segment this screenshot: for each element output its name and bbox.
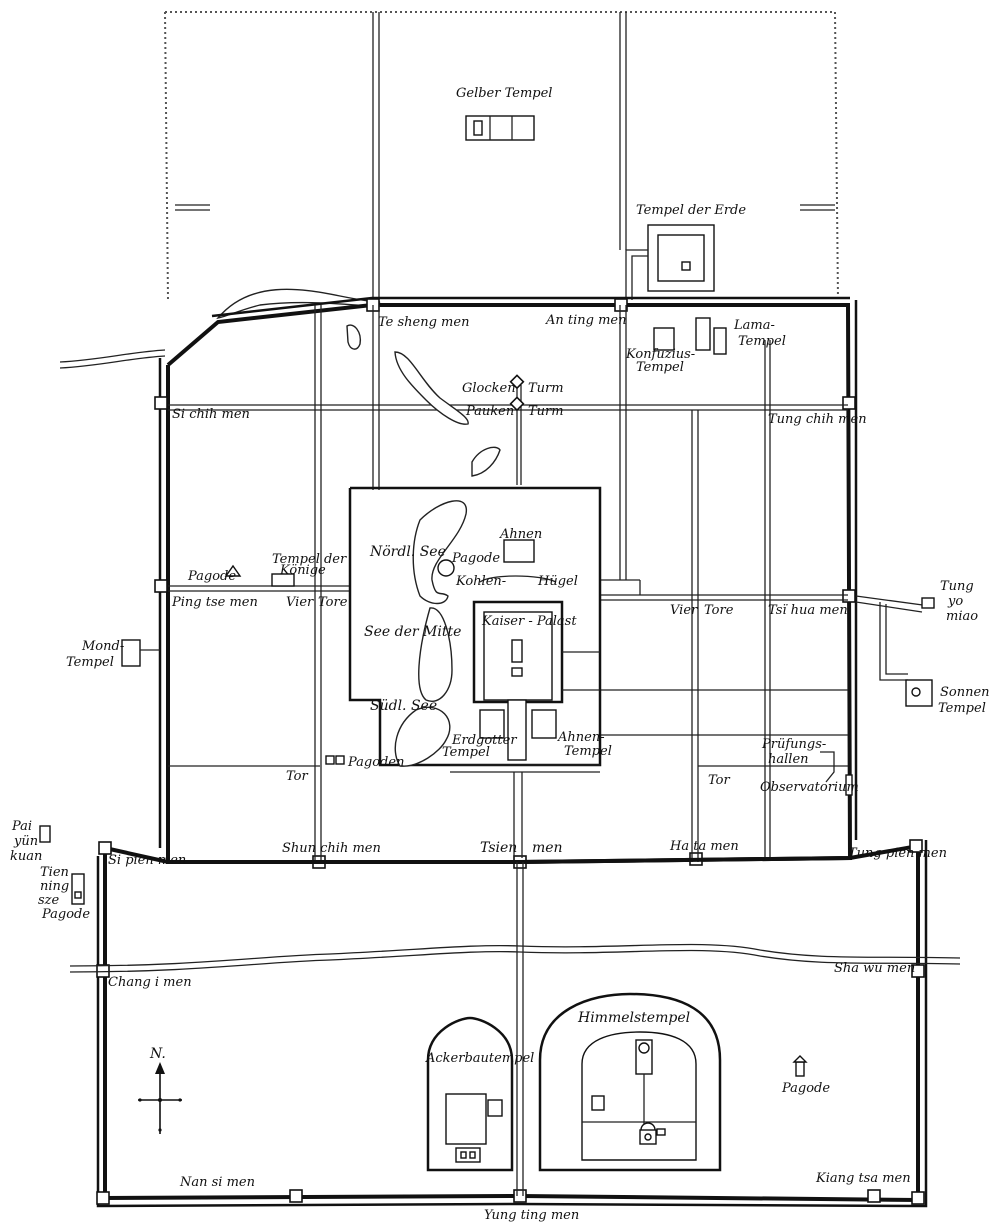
pruefungshallen <box>820 751 835 783</box>
ackerbautempel <box>426 1016 514 1172</box>
label-pauken-turm: Turm <box>528 404 564 419</box>
label-ackerbautempel: Ackerbautempel <box>425 1051 534 1066</box>
label-sonnen-tempel: Tempel <box>938 701 986 716</box>
label-pagode-se: Pagode <box>781 1081 830 1096</box>
label-mond-tempel: Tempel <box>66 655 114 670</box>
label-vier-tore-e2: Tore <box>704 603 734 618</box>
tien-ning-sze <box>71 873 85 905</box>
label-kiang-tsa-men: Kiang tsa men <box>815 1171 911 1186</box>
label-observatorium: Observatorium <box>760 780 859 795</box>
label-ahnen-tempel: Tempel <box>564 744 612 759</box>
label-vier-tore-e1: Vier <box>670 603 698 618</box>
lama-tempel: Lama- Tempel <box>695 317 786 355</box>
label-pagode-lake: Pagode <box>451 551 500 566</box>
label-tor-w: Tor <box>286 769 308 784</box>
pagode-se <box>792 1055 808 1077</box>
himmelstempel <box>538 992 722 1172</box>
label-lama: Lama- <box>733 318 775 333</box>
label-kaiser-palast: Kaiser - Palast <box>481 614 577 629</box>
label-yo: yo <box>947 594 963 609</box>
northern-suburb <box>164 11 839 301</box>
label-vier-tore-w2: Tore <box>318 595 348 610</box>
label-glocken: Glocken <box>462 381 516 396</box>
sonnen-tempel <box>879 602 933 707</box>
label-yuen: yün <box>13 834 38 849</box>
tung-yo-miao <box>855 595 935 613</box>
label-tsien-2: men <box>532 840 563 856</box>
label-tung: Tung <box>940 579 974 594</box>
label-tempel-der-erde: Tempel der Erde <box>636 203 746 218</box>
imperial-city <box>348 486 602 858</box>
label-ahnen: Ahnen <box>499 527 542 542</box>
label-north: N. <box>149 1046 166 1062</box>
label-te-sheng-men: Te sheng men <box>378 315 469 330</box>
label-pagode-west: Pagode <box>187 569 236 584</box>
label-konfuzius-tempel: Tempel <box>636 360 684 375</box>
label-mond: Mond- <box>81 639 124 654</box>
label-vier-tore-w1: Vier <box>286 595 314 610</box>
label-lama-tempel: Tempel <box>738 334 786 349</box>
label-an-ting-men: An ting men <box>545 313 627 328</box>
label-tsi-hua-men: Tsï hua men <box>768 603 848 618</box>
outer-city-streets <box>69 862 961 1196</box>
label-pauken: Pauken <box>465 404 514 419</box>
label-nan-si-men: Nan si men <box>179 1175 255 1190</box>
label-tempel-der: Tempel der <box>272 552 347 567</box>
north-lakes <box>346 324 501 477</box>
label-sha-wu-men: Sha wu men <box>834 961 915 976</box>
label-pai: Pai <box>11 819 32 834</box>
label-miao: miao <box>946 609 978 624</box>
label-chang-i-men: Chang i men <box>108 975 192 990</box>
label-si-pien-men: Si pien men <box>108 853 186 868</box>
label-sze: sze <box>38 893 60 908</box>
label-see-der-mitte: See der Mitte <box>364 624 461 640</box>
label-glocken-turm: Turm <box>528 381 564 396</box>
label-noerdl-see: Nördl. See <box>369 544 446 560</box>
label-pruefungs: Prüfungs- <box>761 737 826 752</box>
bell-and-drum-tower <box>509 374 525 412</box>
north-arrow-icon <box>138 1062 182 1134</box>
label-si-chih-men: Si chih men <box>172 407 250 422</box>
gelber-tempel: Gelber Tempel <box>456 86 552 141</box>
label-suedl-see: Südl. See <box>370 698 437 714</box>
label-yung-ting-men: Yung ting men <box>484 1208 579 1223</box>
label-erdgotter-tempel: Tempel <box>442 745 490 760</box>
label-kohlen: Kohlen- <box>455 574 506 589</box>
inner-city-streets <box>168 305 848 862</box>
pagode-west <box>224 564 295 587</box>
mond-tempel <box>121 639 160 667</box>
label-sonnen: Sonnen <box>940 685 990 700</box>
label-konfuzius: Konfuzius- <box>625 347 695 362</box>
label-tien: Tien <box>40 865 69 880</box>
label-ping-tse-men: Ping tse men <box>171 595 258 610</box>
pai-yuen-kuan <box>39 825 51 843</box>
label-pagode-sw: Pagode <box>41 907 90 922</box>
pagoden-sw <box>325 755 345 765</box>
label-ahnen-2: Ahnen- <box>557 730 605 745</box>
label-tor-e: Tor <box>708 773 730 788</box>
label-shun-chih-men: Shun chih men <box>282 841 381 856</box>
label-huegel: Hügel <box>537 574 578 589</box>
outer-city-wall <box>96 839 928 1208</box>
label-ning: ning <box>40 879 69 894</box>
tempel-der-erde: Tempel der Erde <box>625 203 746 300</box>
label-erdgotter: Erdgotter <box>451 733 517 748</box>
north-river <box>59 288 381 369</box>
label-tsien-1: Tsien <box>480 840 517 856</box>
label-pagoden: Pagoden <box>347 755 404 770</box>
label-tung-chih-men: Tung chih men <box>768 412 867 427</box>
label-hallen: hallen <box>768 752 809 767</box>
konfuzius-tempel: Konfuzius- Tempel <box>625 327 695 375</box>
observatorium <box>845 774 853 796</box>
label-ha-ta-men: Ha ta men <box>669 839 739 854</box>
label-kuan: kuan <box>10 849 42 864</box>
map-labels: Te sheng men An ting men Glocken Turm Pa… <box>10 313 990 1223</box>
label-koenige: Könige <box>279 563 326 578</box>
label-himmelstempel: Himmelstempel <box>577 1010 690 1026</box>
label-gelber-tempel: Gelber Tempel <box>456 86 552 101</box>
label-tung-pien-men: Tung pien men <box>848 846 947 861</box>
